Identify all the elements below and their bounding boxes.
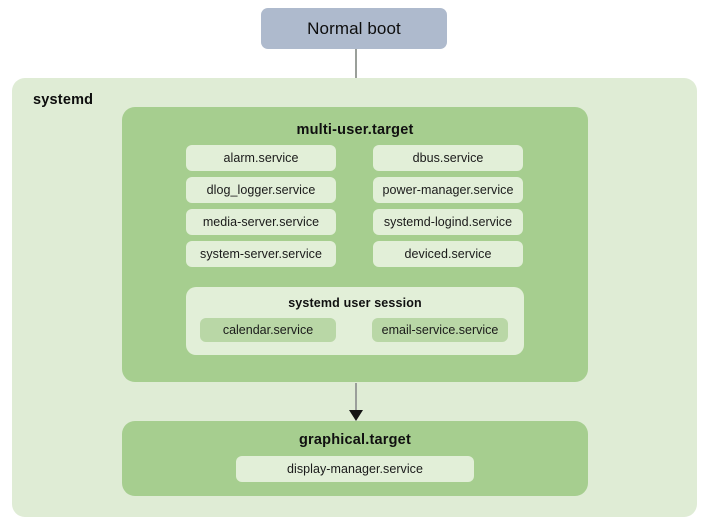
service-box-deviced[interactable]: deviced.service <box>373 241 523 267</box>
service-box-email-service[interactable]: email-service.service <box>372 318 508 342</box>
arrow-shaft <box>355 383 357 411</box>
normal-boot-node[interactable]: Normal boot <box>261 8 447 49</box>
arrow-head-icon <box>349 410 363 421</box>
service-box-media-server[interactable]: media-server.service <box>186 209 336 235</box>
systemd-user-session-panel[interactable]: systemd user session calendar.service em… <box>186 287 524 355</box>
service-box-display-manager[interactable]: display-manager.service <box>236 456 474 482</box>
multi-user-target-block[interactable]: multi-user.target alarm.service dlog_log… <box>122 107 588 382</box>
arrow-shaft <box>355 49 357 97</box>
graphical-target-title: graphical.target <box>299 432 411 448</box>
service-box-calendar[interactable]: calendar.service <box>200 318 336 342</box>
service-box-dlog-logger[interactable]: dlog_logger.service <box>186 177 336 203</box>
multi-user-target-title: multi-user.target <box>296 122 414 138</box>
service-box-power-manager[interactable]: power-manager.service <box>373 177 523 203</box>
systemd-user-session-title: systemd user session <box>288 296 422 310</box>
systemd-container-label: systemd <box>33 92 94 108</box>
service-box-alarm[interactable]: alarm.service <box>186 145 336 171</box>
arrow-multi-user-to-graphical-target <box>349 383 363 421</box>
graphical-target-block[interactable]: graphical.target display-manager.service <box>122 421 588 496</box>
service-box-systemd-logind[interactable]: systemd-logind.service <box>373 209 523 235</box>
service-box-dbus[interactable]: dbus.service <box>373 145 523 171</box>
service-box-system-server[interactable]: system-server.service <box>186 241 336 267</box>
